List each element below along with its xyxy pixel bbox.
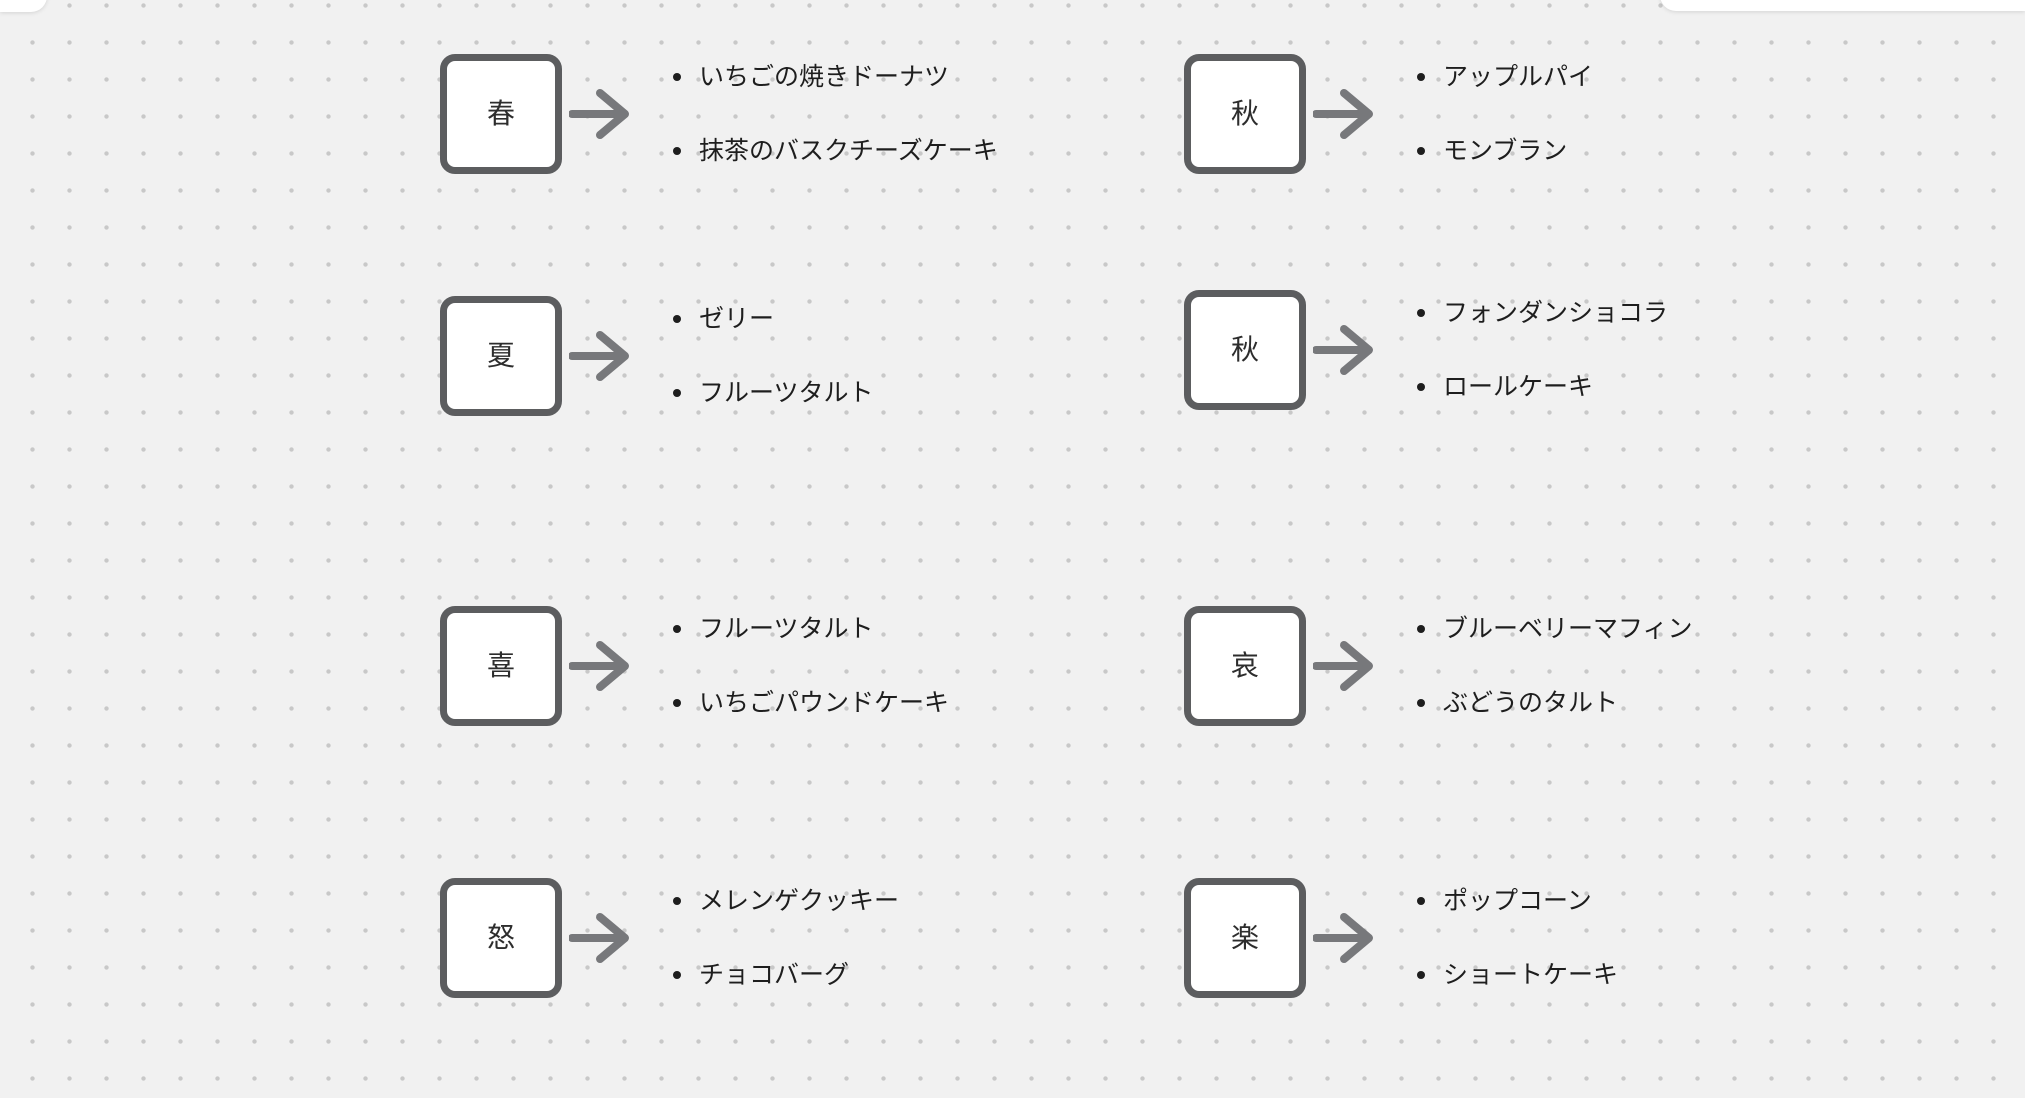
list-item[interactable]: ゼリー bbox=[669, 304, 874, 334]
diagram-group-summer: 夏 ゼリー フルーツタルト bbox=[440, 296, 874, 416]
item-list: ブルーベリーマフィン ぶどうのタルト bbox=[1413, 614, 1693, 718]
diagram-group-joy: 喜 フルーツタルト いちごパウンドケーキ bbox=[440, 606, 949, 726]
node-box-sorrow[interactable]: 哀 bbox=[1184, 606, 1306, 726]
list-item[interactable]: 抹茶のバスクチーズケーキ bbox=[669, 136, 998, 166]
list-item[interactable]: アップルパイ bbox=[1413, 62, 1593, 92]
node-label: 楽 bbox=[1230, 922, 1259, 953]
node-box-fun[interactable]: 楽 bbox=[1184, 878, 1306, 998]
item-list: ゼリー フルーツタルト bbox=[669, 304, 874, 408]
connector-arrow[interactable] bbox=[1313, 318, 1385, 382]
diagram-group-anger: 怒 メレンゲクッキー チョコバーグ bbox=[440, 878, 899, 998]
toolbar-fragment-right bbox=[1660, 0, 2025, 11]
node-box-spring[interactable]: 春 bbox=[440, 54, 562, 174]
connector-arrow[interactable] bbox=[1313, 634, 1385, 698]
list-item[interactable]: メレンゲクッキー bbox=[669, 886, 899, 916]
connector-arrow[interactable] bbox=[569, 324, 641, 388]
node-box-summer[interactable]: 夏 bbox=[440, 296, 562, 416]
list-item[interactable]: いちごパウンドケーキ bbox=[669, 688, 949, 718]
diagram-group-spring: 春 いちごの焼きドーナツ 抹茶のバスクチーズケーキ bbox=[440, 54, 998, 174]
list-item[interactable]: フォンダンショコラ bbox=[1413, 298, 1668, 328]
list-item[interactable]: いちごの焼きドーナツ bbox=[669, 62, 998, 92]
node-label: 怒 bbox=[486, 922, 515, 953]
list-item[interactable]: ショートケーキ bbox=[1413, 960, 1618, 990]
node-label: 夏 bbox=[486, 340, 515, 371]
connector-arrow[interactable] bbox=[1313, 82, 1385, 146]
node-label: 秋 bbox=[1230, 98, 1259, 129]
list-item[interactable]: ぶどうのタルト bbox=[1413, 688, 1693, 718]
list-item[interactable]: フルーツタルト bbox=[669, 378, 874, 408]
item-list: いちごの焼きドーナツ 抹茶のバスクチーズケーキ bbox=[669, 62, 998, 166]
node-box-autumn-2[interactable]: 秋 bbox=[1184, 290, 1306, 410]
diagram-group-sorrow: 哀 ブルーベリーマフィン ぶどうのタルト bbox=[1184, 606, 1693, 726]
item-list: フォンダンショコラ ロールケーキ bbox=[1413, 298, 1668, 402]
node-box-autumn-1[interactable]: 秋 bbox=[1184, 54, 1306, 174]
node-box-joy[interactable]: 喜 bbox=[440, 606, 562, 726]
toolbar-fragment-left bbox=[0, 0, 47, 12]
list-item[interactable]: チョコバーグ bbox=[669, 960, 899, 990]
item-list: フルーツタルト いちごパウンドケーキ bbox=[669, 614, 949, 718]
connector-arrow[interactable] bbox=[569, 906, 641, 970]
list-item[interactable]: ロールケーキ bbox=[1413, 372, 1668, 402]
node-label: 哀 bbox=[1230, 650, 1259, 681]
connector-arrow[interactable] bbox=[569, 634, 641, 698]
diagram-group-autumn-1: 秋 アップルパイ モンブラン bbox=[1184, 54, 1593, 174]
list-item[interactable]: モンブラン bbox=[1413, 136, 1593, 166]
node-label: 春 bbox=[486, 98, 515, 129]
diagram-group-autumn-2: 秋 フォンダンショコラ ロールケーキ bbox=[1184, 290, 1668, 410]
list-item[interactable]: ブルーベリーマフィン bbox=[1413, 614, 1693, 644]
connector-arrow[interactable] bbox=[569, 82, 641, 146]
connector-arrow[interactable] bbox=[1313, 906, 1385, 970]
node-label: 秋 bbox=[1230, 334, 1259, 365]
diagram-group-fun: 楽 ポップコーン ショートケーキ bbox=[1184, 878, 1618, 998]
node-label: 喜 bbox=[486, 650, 515, 681]
list-item[interactable]: フルーツタルト bbox=[669, 614, 949, 644]
item-list: アップルパイ モンブラン bbox=[1413, 62, 1593, 166]
node-box-anger[interactable]: 怒 bbox=[440, 878, 562, 998]
list-item[interactable]: ポップコーン bbox=[1413, 886, 1618, 916]
item-list: メレンゲクッキー チョコバーグ bbox=[669, 886, 899, 990]
item-list: ポップコーン ショートケーキ bbox=[1413, 886, 1618, 990]
